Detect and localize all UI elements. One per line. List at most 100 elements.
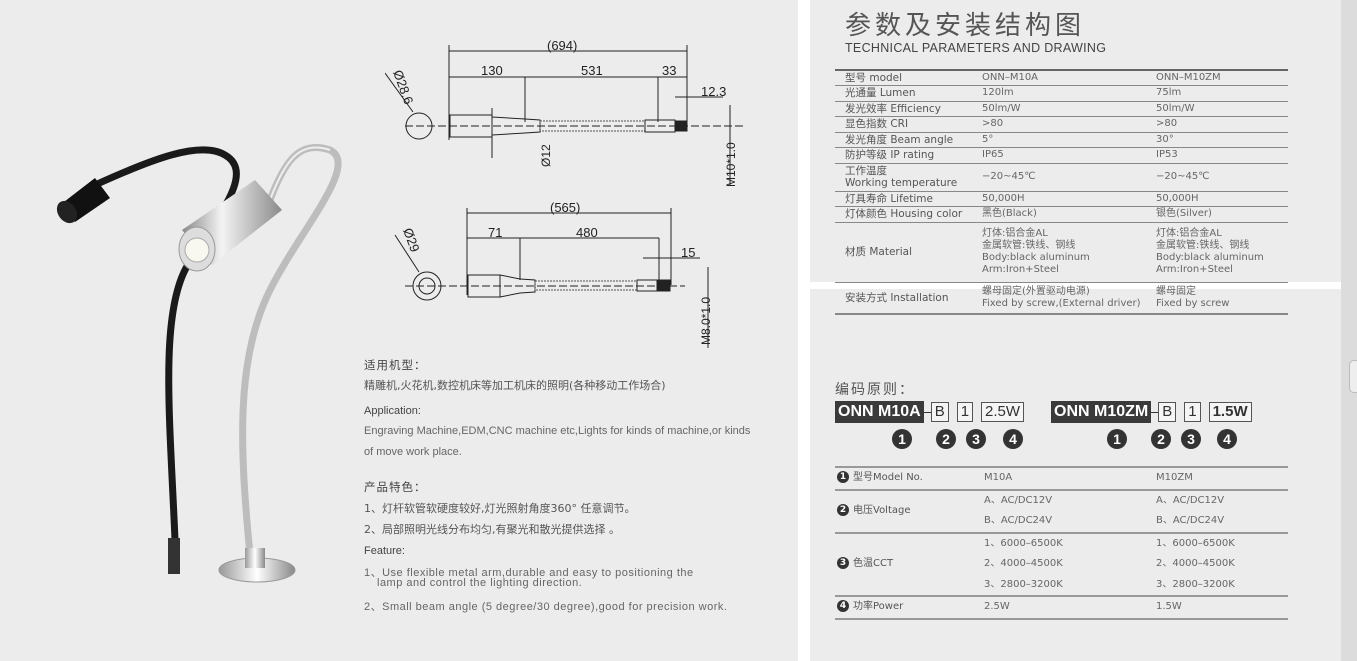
cell: ONN–M10ZM <box>1156 69 1288 86</box>
line: Fixed by screw,(External driver) <box>982 297 1141 309</box>
line: 螺母固定(外置驱动电源) <box>982 285 1090 297</box>
technical-drawing: (694) 130 531 33 12.3 Ø28.6 Ø12 M10*1.0 … <box>385 38 745 348</box>
cell: IP65 <box>982 147 1156 163</box>
line: 1、6000–6500K <box>984 537 1063 549</box>
cell: 50lm/W <box>1156 100 1288 117</box>
cell: M10A <box>984 466 1156 490</box>
row-label: 防护等级 IP rating <box>835 147 982 163</box>
label: 色温CCT <box>853 558 894 569</box>
line: 1、6000–6500K <box>1156 537 1235 549</box>
page-subtitle: TECHNICAL PARAMETERS AND DRAWING <box>845 41 1107 55</box>
label-cn: 工作温度 <box>845 165 887 177</box>
line: Body:black aluminum <box>982 252 1090 263</box>
cell: M10ZM <box>1156 466 1288 490</box>
line: Arm:Iron+Steel <box>982 264 1059 275</box>
row-label: 安装方式 Installation <box>835 281 982 314</box>
row-label: 灯体颜色 Housing color <box>835 206 982 222</box>
dim-480: 480 <box>576 225 598 240</box>
code-cct: 1 <box>956 402 974 422</box>
row-label: 灯具寿命 Lifetime <box>835 190 982 207</box>
application-title-en: Application: <box>364 405 421 417</box>
line: 螺母固定 <box>1156 285 1196 297</box>
dim-thread: M10*1.0 <box>724 142 738 187</box>
row-label: 发光效率 Efficiency <box>835 100 982 117</box>
scrollbar[interactable] <box>1341 0 1357 661</box>
code-number-4: 4 <box>1003 429 1023 449</box>
dim-total: (565) <box>550 200 580 215</box>
cell: 2.5W <box>984 595 1156 619</box>
label: 功率Power <box>853 601 904 612</box>
cell: 50lm/W <box>982 100 1156 117</box>
line: 金属软管:铁线、钢线 <box>1156 240 1250 251</box>
line: Fixed by screw <box>1156 297 1230 309</box>
number-badge: 2 <box>837 503 849 516</box>
row-label: 2 电压Voltage <box>835 488 984 533</box>
dim-diameter: Ø29 <box>400 226 423 254</box>
row-label: 材质 Material <box>835 221 982 282</box>
code-number-3: 3 <box>1181 429 1201 449</box>
label: 电压Voltage <box>853 504 911 516</box>
application-text-en-2: of move work place. <box>364 446 462 458</box>
cell: 120lm <box>982 85 1156 101</box>
cell: 银色(Silver) <box>1156 206 1288 222</box>
feature-cn-1: 1、灯杆软管软硬度较好,灯光照射角度360° 任意调节。 <box>364 502 636 515</box>
cell: 黑色(Black) <box>982 206 1156 222</box>
cell: >80 <box>982 116 1156 132</box>
dim-diameter: Ø28.6 <box>390 68 416 106</box>
cell: IP53 <box>1156 147 1288 163</box>
label: 型号Model No. <box>853 472 923 483</box>
lamp-product-image <box>56 144 342 583</box>
line: A、AC/DC12V <box>984 494 1053 506</box>
line: 金属软管:铁线、钢线 <box>982 240 1076 251</box>
line: A、AC/DC12V <box>1156 494 1225 506</box>
cell: −20~45℃ <box>982 162 1156 191</box>
dim-71: 71 <box>488 225 502 240</box>
left-page <box>0 0 798 661</box>
line: 3、2800–3200K <box>984 578 1063 590</box>
drawing-top: (694) 130 531 33 12.3 Ø28.6 Ø12 M10*1.0 <box>385 38 745 187</box>
code-right: ONN M10ZM B 1 1.5W <box>1051 401 1252 423</box>
code-number-2: 2 <box>1151 429 1171 449</box>
feature-title-cn: 产品特色： <box>364 480 427 494</box>
scroll-handle[interactable] <box>1349 360 1357 393</box>
application-text-cn: 精雕机,火花机,数控机床等加工机床的照明(各种移动工作场合) <box>364 379 666 392</box>
code-voltage: B <box>1158 402 1177 422</box>
cell: −20~45℃ <box>1156 162 1288 191</box>
line: Arm:Iron+Steel <box>1156 264 1233 275</box>
number-badge: 1 <box>837 471 849 483</box>
code-number-1: 1 <box>892 429 912 449</box>
cell: ONN–M10A <box>982 69 1156 86</box>
row-label: 发光角度 Beam angle <box>835 131 982 148</box>
application-text-en-1: Engraving Machine,EDM,CNC machine etc,Li… <box>364 425 751 437</box>
row-label: 光通量 Lumen <box>835 85 982 101</box>
dim-15: 15 <box>681 245 695 260</box>
feature-en-1a: 1、Use flexible metal arm,durable and eas… <box>364 567 694 579</box>
cell: 5° <box>982 131 1156 148</box>
line: 灯体:铝合金AL <box>982 228 1048 239</box>
drawing-bottom: (565) 71 480 15 Ø29 M8.0*1.0 <box>394 200 713 348</box>
code-model: ONN M10A <box>835 401 924 423</box>
line: 3、2800–3200K <box>1156 578 1235 590</box>
code-number-3: 3 <box>966 429 986 449</box>
table-row: 显色指数 CRI>80>80 <box>835 116 1288 132</box>
code-number-4: 4 <box>1217 429 1237 449</box>
dim-thread: M8.0*1.0 <box>699 297 713 345</box>
code-number-2: 2 <box>936 429 956 449</box>
